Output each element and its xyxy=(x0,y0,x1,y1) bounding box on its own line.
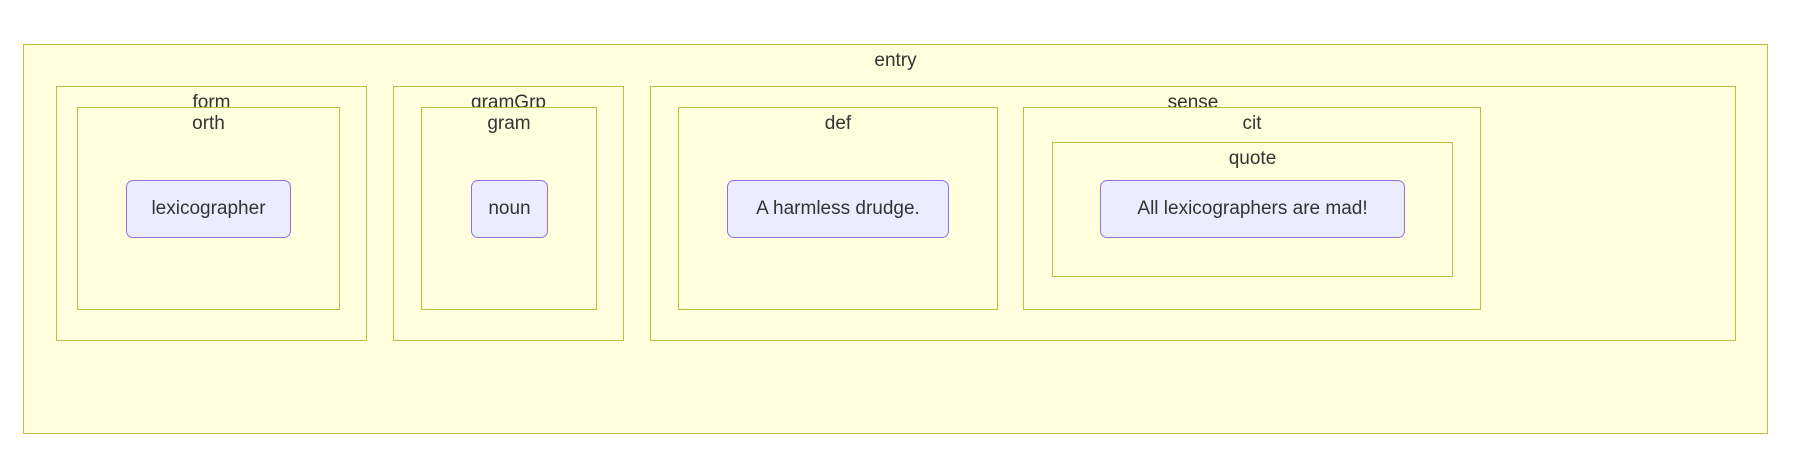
cluster-label-orth: orth xyxy=(192,113,225,134)
node-def-value-label: A harmless drudge. xyxy=(756,198,920,219)
cluster-label-entry: entry xyxy=(874,50,917,71)
node-quote-value[interactable]: All lexicographers are mad! xyxy=(1100,180,1405,238)
node-gram-value[interactable]: noun xyxy=(471,180,548,238)
node-orth-value-label: lexicographer xyxy=(151,198,266,219)
cluster-label-quote: quote xyxy=(1228,148,1277,169)
node-orth-value[interactable]: lexicographer xyxy=(126,180,291,238)
cluster-label-gram: gram xyxy=(487,113,531,134)
node-gram-value-label: noun xyxy=(488,198,531,219)
cluster-label-cit: cit xyxy=(1242,113,1262,134)
node-quote-value-label: All lexicographers are mad! xyxy=(1137,198,1368,219)
cluster-label-def: def xyxy=(824,113,852,134)
node-def-value[interactable]: A harmless drudge. xyxy=(727,180,949,238)
